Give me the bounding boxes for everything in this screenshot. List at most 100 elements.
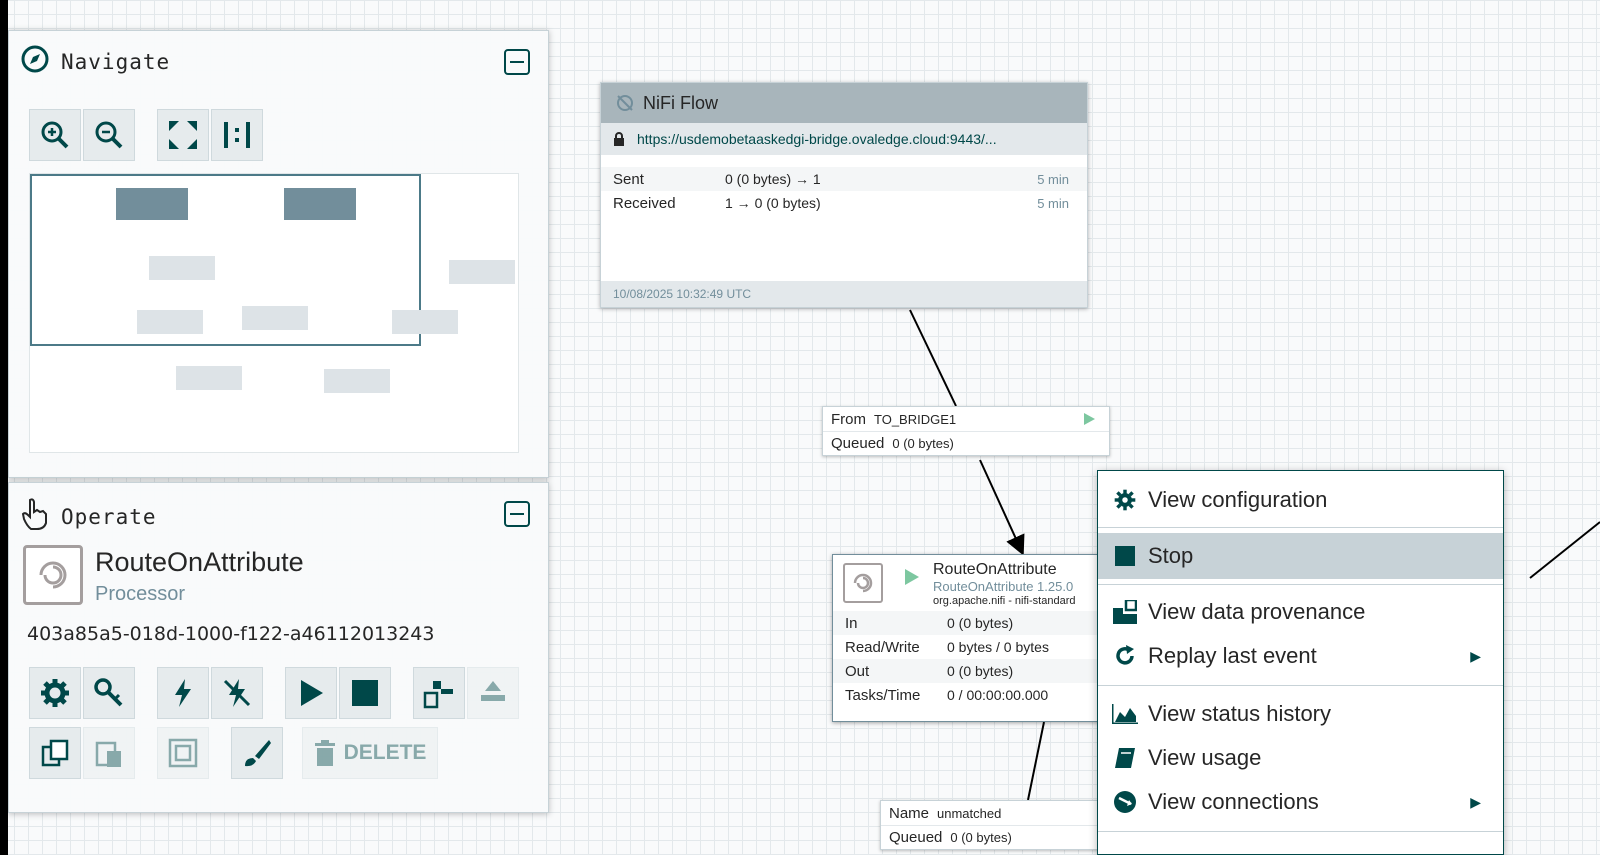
configure-button[interactable] [29,667,81,719]
navigate-palette: Navigate [8,30,549,478]
enable-button[interactable] [157,667,209,719]
zoom-in-button[interactable] [29,109,81,161]
running-icon [1084,413,1095,425]
rpg-received-time: 5 min [1037,195,1069,211]
processor-type-icon [843,563,883,603]
color-button[interactable] [231,727,283,779]
selection-type: Processor [95,583,186,605]
menu-separator [1098,584,1503,585]
rpg-received-value: 1 → 0 (0 bytes) [725,195,821,211]
book-icon [1112,745,1138,771]
running-icon [905,569,919,585]
start-button[interactable] [285,667,337,719]
selection-id: 403a85a5-018d-1000-f122-a46112013243 [27,623,435,645]
navigate-collapse-button[interactable] [504,49,530,75]
rpg-url-row: https://usdemobetaaskedgi-bridge.ovaledg… [601,123,1087,155]
connection-line[interactable] [1529,521,1600,579]
stat-tasks-row: Tasks/Time 0 / 00:00:00.000 [833,683,1101,707]
stop-button[interactable] [339,667,391,719]
disable-button[interactable] [211,667,263,719]
menu-item-view-configuration[interactable]: View configuration [1098,477,1503,523]
menu-item-label: Stop [1148,543,1194,568]
rpg-sent-time: 5 min [1037,171,1069,187]
replay-icon [1112,643,1138,669]
conn-queued-value: 0 (0 bytes) [892,436,954,451]
navigate-title: Navigate [61,49,171,74]
connections-icon [1112,789,1138,815]
flash-off-icon [223,679,251,707]
rpg-header: NiFi Flow [601,83,1087,123]
stat-in-value: 0 (0 bytes) [947,615,1014,631]
minimap-component [149,256,215,280]
menu-item-view-data-provenance[interactable]: View data provenance [1098,589,1503,635]
menu-item-replay-last-event[interactable]: Replay last event ▶ [1098,633,1503,679]
rpg-url[interactable]: https://usdemobetaaskedgi-bridge.ovaledg… [637,131,997,147]
stat-in-row: In 0 (0 bytes) [833,611,1101,635]
stat-in-label: In [845,614,858,632]
template-icon [423,681,453,709]
connection-label-bottom[interactable]: Name unmatched Queued 0 (0 bytes) [880,800,1110,850]
zoom-out-button[interactable] [83,109,135,161]
menu-item-stop[interactable]: Stop [1098,533,1503,579]
menu-item-view-status-history[interactable]: View status history [1098,691,1503,737]
fit-screen-button[interactable] [157,109,209,161]
operate-header: Operate [21,497,157,536]
stat-tasks-value: 0 / 00:00:00.000 [947,687,1049,703]
menu-item-label: Replay last event [1148,643,1317,668]
birdseye-viewport[interactable] [30,174,421,346]
operate-title: Operate [61,504,157,529]
connection-label-top[interactable]: From TO_BRIDGE1 Queued 0 (0 bytes) [822,406,1110,456]
flash-icon [175,679,191,707]
group-button[interactable] [157,727,209,779]
submenu-arrow-icon: ▶ [1470,793,1481,810]
conn-from-row: From TO_BRIDGE1 [823,407,1109,431]
minimap-component [324,369,390,393]
rpg-timestamp: 10/08/2025 10:32:49 UTC [601,281,1087,307]
menu-item-view-usage[interactable]: View usage [1098,735,1503,781]
access-policies-button[interactable] [83,667,135,719]
upload-template-button[interactable] [467,667,519,719]
connection-line[interactable] [1027,721,1045,801]
trash-icon [314,740,335,766]
conn-queued-label: Queued [831,435,885,452]
menu-item-label: View status history [1148,701,1332,726]
key-icon [94,678,123,707]
paste-icon [95,741,121,767]
create-template-button[interactable] [413,667,465,719]
copy-button[interactable] [29,727,81,779]
delete-button[interactable]: DELETE [302,727,438,779]
stop-icon [352,680,378,706]
play-icon [301,680,323,706]
minimap-component [176,366,242,390]
pointer-hand-icon [21,497,49,536]
processor-route-on-attribute[interactable]: RouteOnAttribute RouteOnAttribute 1.25.0… [832,554,1102,722]
lock-icon [614,132,624,146]
menu-separator [1098,527,1503,528]
rpg-sent-label: Sent [613,170,644,188]
connection-line[interactable] [909,309,957,407]
birdseye-view[interactable] [29,173,519,453]
processor-name: RouteOnAttribute [933,561,1057,578]
gear-icon [41,679,69,707]
processor-bundle: org.apache.nifi - nifi-standard [933,595,1076,607]
menu-item-label: View connections [1148,789,1319,814]
minimap-component [449,260,515,284]
connection-line[interactable] [979,459,1025,556]
minimap-component [137,310,203,334]
compass-icon [21,45,49,78]
rpg-sent-value: 0 (0 bytes) → 1 [725,171,821,187]
paste-button[interactable] [83,727,135,779]
conn-bottom-queued-row: Queued 0 (0 bytes) [881,825,1109,849]
operate-palette: Operate RouteOnAttribute Processor 403a8… [8,482,549,813]
rpg-received-row: Received 1 → 0 (0 bytes) 5 min [601,191,1087,215]
remote-process-group[interactable]: NiFi Flow https://usdemobetaaskedgi-brid… [600,82,1088,308]
operate-collapse-button[interactable] [504,501,530,527]
minimap-component [392,310,458,334]
actual-size-button[interactable] [211,109,263,161]
conn-name-value: unmatched [937,805,1002,821]
menu-item-view-connections[interactable]: View connections ▶ [1098,779,1503,825]
stat-rw-label: Read/Write [845,638,920,656]
stat-tasks-label: Tasks/Time [845,686,921,704]
rpg-sent-row: Sent 0 (0 bytes) → 1 5 min [601,167,1087,191]
rpg-received-label: Received [613,194,676,212]
